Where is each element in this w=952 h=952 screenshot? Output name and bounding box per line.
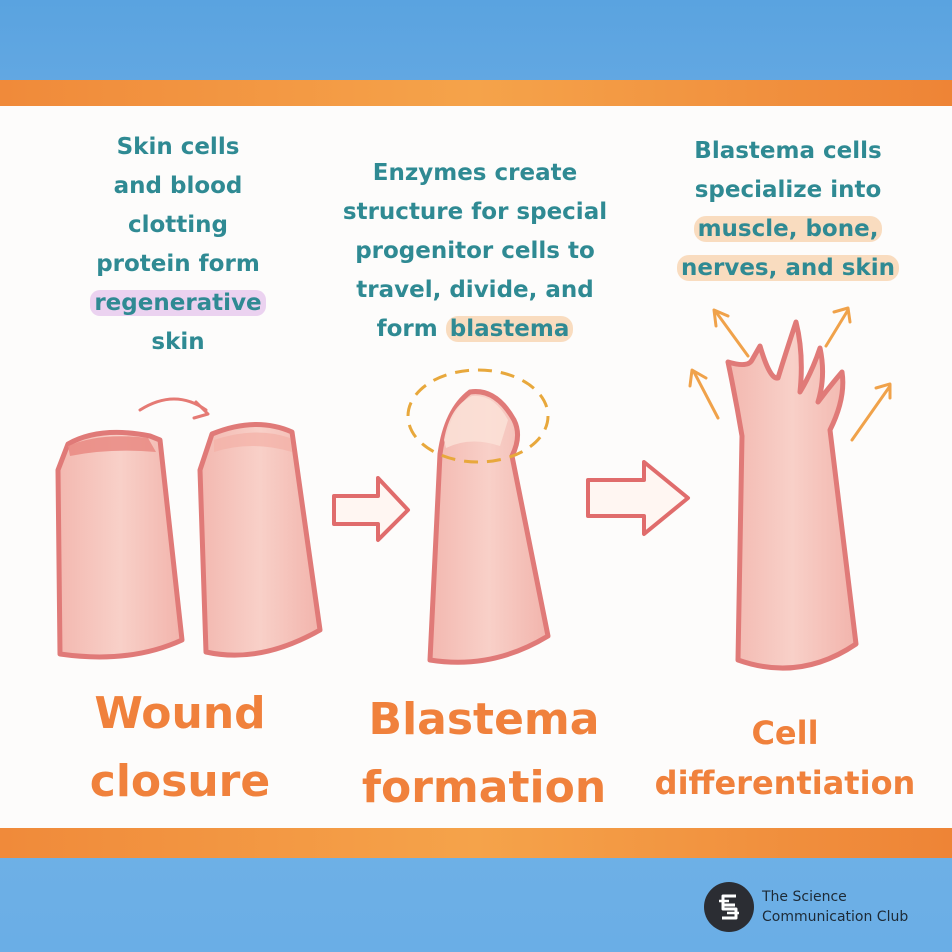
caption-line: clotting: [127, 212, 229, 238]
caption-highlight: regenerative: [90, 290, 266, 316]
block-arrow-icon: [332, 476, 410, 542]
caption-line-highlighted: muscle, bone,: [660, 210, 916, 249]
caption-line: progenitor cells to: [355, 238, 595, 264]
caption-line: Skin cells: [116, 134, 240, 160]
title-line: differentiation: [654, 764, 916, 802]
differentiated-limb: [725, 319, 859, 671]
stage3-title: Cell differentiation: [652, 708, 918, 808]
caption-line-highlighted: regenerative: [62, 284, 294, 323]
title-line: Wound: [94, 688, 266, 739]
stage3-caption: Blastema cells specialize into muscle, b…: [660, 132, 916, 288]
title-line: Cell: [751, 714, 819, 752]
caption-line: Blastema cells: [694, 138, 882, 164]
stage2-title: Blastema formation: [336, 686, 632, 822]
growth-arrow-icon: [688, 306, 892, 442]
block-arrow-icon: [586, 460, 690, 536]
brand-logo: The Science Communication Club: [704, 882, 908, 932]
caption-highlight: nerves, and skin: [677, 255, 899, 281]
caption-prefix: form: [376, 316, 446, 342]
bottom-orange-band: [0, 828, 952, 858]
closed-finger: [197, 422, 323, 658]
title-line: formation: [361, 762, 607, 813]
brand-line: Communication Club: [762, 909, 909, 925]
caption-line-highlighted: form blastema: [322, 310, 628, 349]
title-line: Blastema: [368, 694, 600, 745]
blastema-finger: [427, 389, 551, 665]
stage2-caption: Enzymes create structure for special pro…: [322, 154, 628, 349]
caption-line: protein form: [96, 251, 260, 277]
caption-line: specialize into: [694, 177, 882, 203]
caption-line: skin: [151, 329, 205, 355]
brand-name: The Science Communication Club: [762, 887, 908, 927]
stage1-title: Wound closure: [60, 680, 300, 816]
caption-highlight: blastema: [445, 316, 574, 342]
wounded-finger: [55, 429, 185, 660]
caption-line: Enzymes create: [372, 160, 578, 186]
scc-logo-icon: [704, 882, 754, 932]
title-line: closure: [89, 756, 271, 807]
caption-line: and blood: [113, 173, 243, 199]
caption-highlight: muscle, bone,: [693, 216, 883, 242]
caption-line-highlighted: nerves, and skin: [660, 249, 916, 288]
brand-line: The Science: [762, 889, 847, 905]
stage1-caption: Skin cells and blood clotting protein fo…: [62, 128, 294, 362]
caption-line: structure for special: [342, 199, 608, 225]
blastema-dashed-ring: [406, 368, 550, 464]
curved-arrow-icon: [138, 397, 210, 420]
caption-line: travel, divide, and: [356, 277, 594, 303]
